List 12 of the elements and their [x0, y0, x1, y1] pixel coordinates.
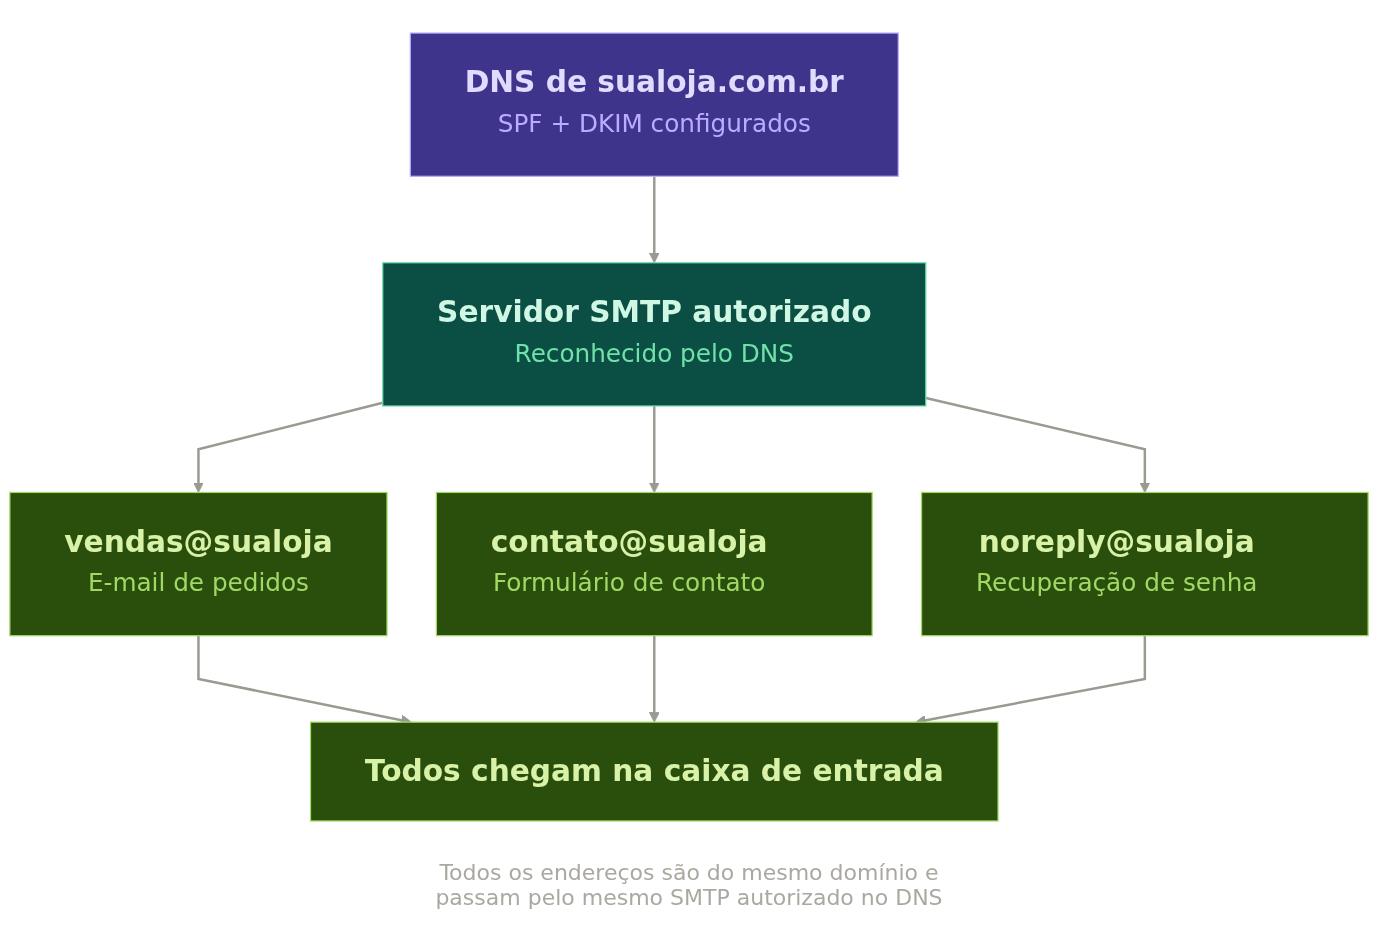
caption: Todos os endereços são do mesmo domínio e passam pelo mesmo SMTP autorizado no DNS	[434, 859, 944, 912]
node-box: vendas@sualoja E-mail de pedidos	[9, 491, 388, 637]
node-box: noreply@sualoja Recuperação de senha	[920, 491, 1369, 637]
arrow	[925, 396, 1151, 493]
node-box: Todos chegam na caixa de entrada	[309, 721, 999, 822]
arrow	[648, 406, 660, 493]
node-box: DNS de sualoja.com.br SPF + DKIM configurados	[409, 32, 899, 177]
node-box: contato@sualoja Formulário de contato	[435, 491, 873, 637]
arrow	[193, 401, 384, 493]
arrow	[648, 176, 660, 264]
arrow	[648, 635, 660, 723]
node-box: Servidor SMTP autorizado Reconhecido pelo DNS	[382, 262, 927, 407]
